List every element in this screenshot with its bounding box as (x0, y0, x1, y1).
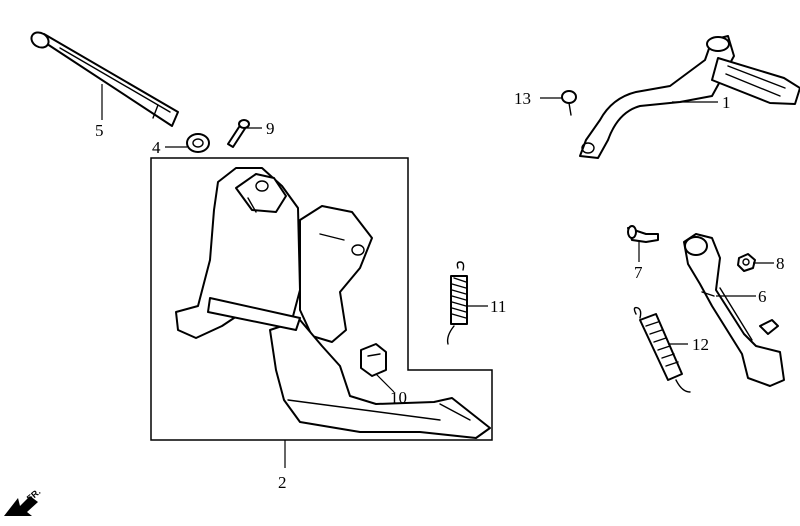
main-stand-group-frame (150, 157, 493, 441)
spring-part-11 (446, 261, 468, 345)
callout-1: 1 (722, 93, 731, 112)
nut-part-8 (737, 253, 756, 272)
pin-part-9 (227, 119, 250, 148)
spring-part-12 (633, 306, 691, 393)
callout-4: 4 (152, 138, 161, 157)
bolt-part-13 (561, 90, 577, 116)
callout-2: 2 (278, 473, 287, 492)
callout-9: 9 (266, 119, 275, 138)
front-direction-arrow-icon (4, 496, 38, 516)
kick-starter-arm-part (579, 35, 800, 159)
bolt-part-7 (627, 225, 659, 243)
callout-12: 12 (692, 335, 709, 354)
callout-10: 10 (390, 388, 407, 407)
pivot-shaft-part (30, 31, 179, 127)
clip-part-10 (360, 343, 387, 377)
nut-part-4 (186, 133, 210, 153)
callout-7: 7 (634, 263, 643, 282)
callout-11: 11 (490, 297, 506, 316)
callout-8: 8 (776, 254, 785, 273)
callout-5: 5 (95, 121, 104, 140)
callout-13: 13 (514, 89, 531, 108)
callout-6: 6 (758, 287, 767, 306)
main-stand-part (175, 167, 491, 439)
side-stand-part (683, 233, 785, 387)
leader-10 (375, 373, 395, 393)
